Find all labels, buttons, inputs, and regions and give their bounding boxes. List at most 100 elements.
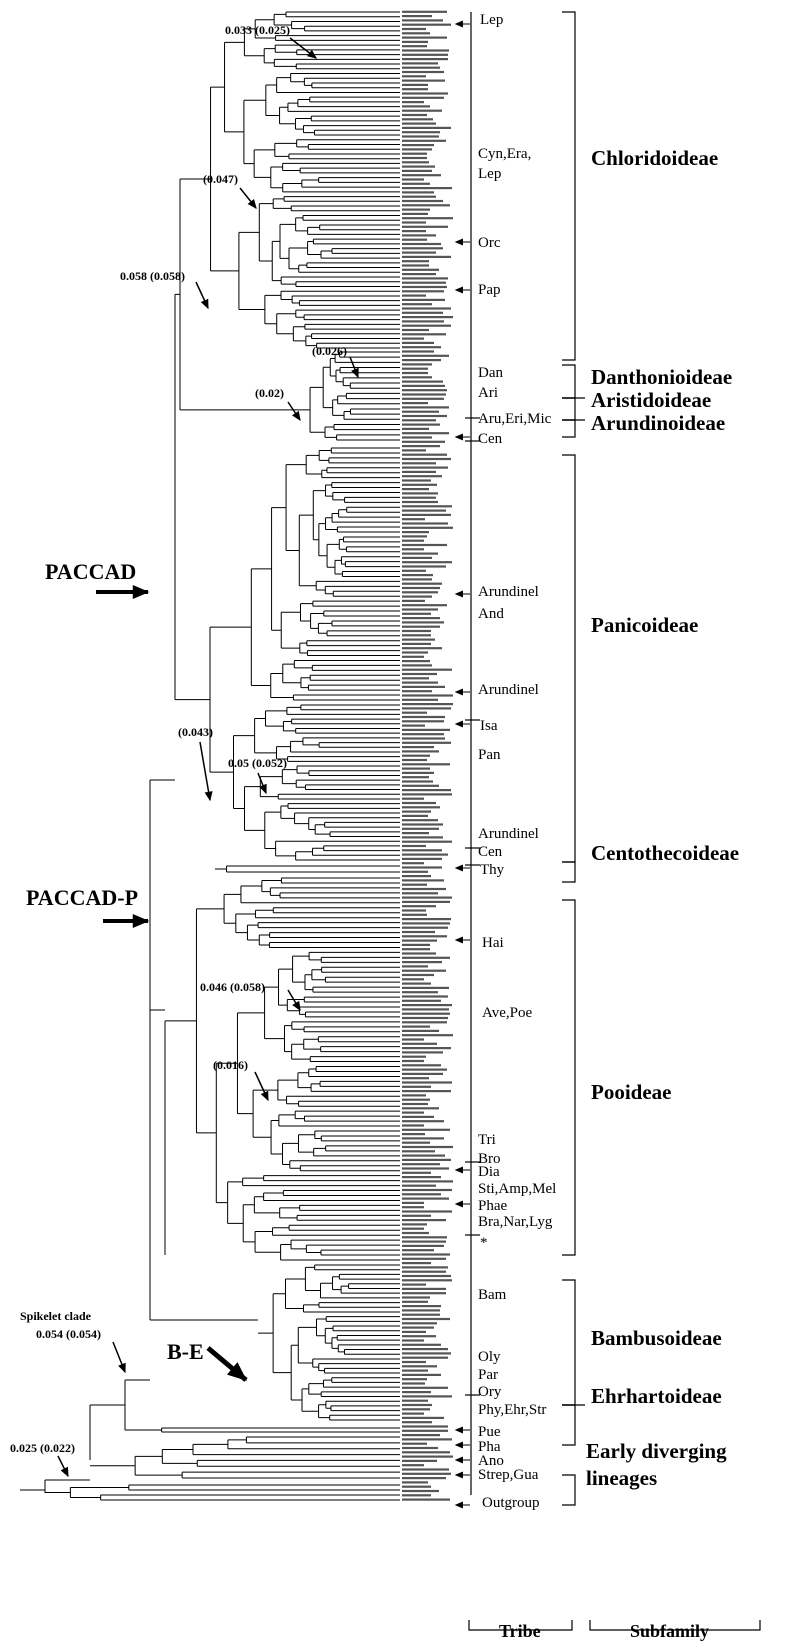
leaf-name: [402, 961, 442, 964]
leaf-name: [402, 1408, 430, 1411]
leaf-name: [402, 268, 439, 271]
leaf-name: [402, 1494, 431, 1497]
leaf-name: [402, 281, 446, 284]
tribe-phae: Phae: [478, 1198, 508, 1214]
leaf-name: [402, 75, 426, 78]
leaf-name: [402, 1253, 450, 1256]
leaf-name: [402, 1313, 440, 1316]
leaf-name: [402, 866, 442, 869]
leaf-name: [402, 1468, 449, 1471]
subfamily-chloridoideae: Chloridoideae: [591, 146, 719, 170]
leaf-name: [402, 1382, 425, 1385]
leaf-name: [402, 492, 438, 495]
leaf-name: [402, 535, 427, 538]
arrow-head: [226, 1362, 247, 1381]
footer-tribe: Tribe: [499, 1621, 541, 1641]
leaf-name: [402, 982, 431, 985]
node-label-lep: 0.033 (0.025): [225, 23, 290, 37]
leaf-name: [402, 526, 453, 529]
leaf-name: [402, 1214, 431, 1217]
leaf-name: [402, 496, 436, 499]
leaf-name: [402, 1451, 450, 1454]
leaf-name: [402, 883, 427, 886]
leaf-name: [402, 1021, 447, 1024]
leaf-name: [402, 92, 448, 95]
arrow-head: [60, 1466, 69, 1478]
leaf-name: [402, 320, 444, 323]
leaf-name: [402, 255, 451, 258]
leaf-name: [402, 156, 427, 160]
leaf-name: [402, 1373, 441, 1376]
footer-subfamily: Subfamily: [630, 1621, 710, 1641]
leaf-name: [402, 303, 432, 306]
leaf-name: [402, 135, 439, 138]
leaf-name: [402, 531, 429, 534]
leaf-name: [402, 393, 446, 396]
leaf-name: [402, 518, 425, 521]
leaf-name: [402, 638, 435, 641]
leaf-name: [402, 337, 424, 340]
leaf-name: [402, 505, 452, 508]
node-label-016: (0.016): [213, 1058, 248, 1072]
leaf-name: [402, 273, 436, 276]
leaf-name: [402, 1231, 429, 1235]
leaf-name: [402, 199, 443, 203]
tribe-ory: Ory: [478, 1384, 502, 1400]
leaf-name: [402, 548, 424, 551]
leaf-name: [402, 1068, 447, 1071]
leaf-name: [402, 763, 450, 766]
leaf-name: [402, 539, 424, 542]
leaf-name: [402, 1287, 446, 1290]
leaf-name: [402, 217, 453, 220]
leaf-name: [402, 1072, 443, 1075]
leaf-name: [402, 1352, 451, 1355]
leaf-name: [402, 40, 428, 43]
leaf-name: [402, 969, 446, 972]
node-label-root: 0.025 (0.022): [10, 1441, 75, 1455]
subfamily-early-diverging: Early diverging: [586, 1439, 727, 1463]
leaf-name: [402, 801, 436, 805]
subfamily-ehrhartoideae: Ehrhartoideae: [591, 1384, 722, 1408]
leaf-name: [402, 1128, 450, 1131]
subfamily-lineages: lineages: [586, 1466, 658, 1490]
node-label-pan: 0.05 (0.052): [228, 756, 287, 770]
leaf-name: [402, 604, 447, 607]
subfamily-danthonioideae: Danthonioideae: [591, 365, 733, 389]
leaf-name: [402, 32, 430, 35]
node-label-043: (0.043): [178, 725, 213, 739]
leaf-name: [402, 642, 431, 645]
leaf-name: [402, 1098, 430, 1101]
leaf-name: [402, 414, 447, 418]
leaf-name: [402, 208, 430, 211]
leaf-name: [402, 1120, 444, 1123]
leaf-name: [402, 1206, 424, 1209]
leaf-name: [402, 1391, 431, 1394]
leaf-name: [402, 1012, 450, 1015]
arrow-head: [306, 49, 318, 59]
leaf-name: [402, 728, 450, 731]
leaf-name: [402, 776, 429, 779]
leaf-name: [402, 10, 447, 13]
leaf-name: [402, 668, 452, 671]
leaf-name: [402, 707, 451, 710]
leaf-name: [402, 870, 428, 873]
leaf-name: [402, 939, 437, 942]
leaf-name: [402, 625, 440, 628]
leaf-name: [402, 1292, 446, 1295]
leaf-name: [402, 389, 447, 392]
leaf-name: [402, 500, 438, 504]
leaf-name: [402, 440, 445, 443]
subfamily-arundinoideae: Arundinoideae: [591, 411, 726, 435]
leaf-name: [402, 629, 431, 633]
leaf-name: [402, 1330, 426, 1333]
leaf-name: [402, 212, 428, 215]
leaf-name: [402, 66, 440, 69]
tribe-bro: Bro: [478, 1151, 501, 1167]
leaf-name: [402, 148, 432, 151]
leaf-name: [402, 70, 444, 74]
leaf-name: [402, 380, 443, 383]
leaf-name: [402, 27, 426, 31]
leaf-name: [402, 1219, 446, 1222]
leaf-name: [402, 599, 425, 602]
tribe-arundinel-3: Arundinel: [478, 826, 539, 842]
